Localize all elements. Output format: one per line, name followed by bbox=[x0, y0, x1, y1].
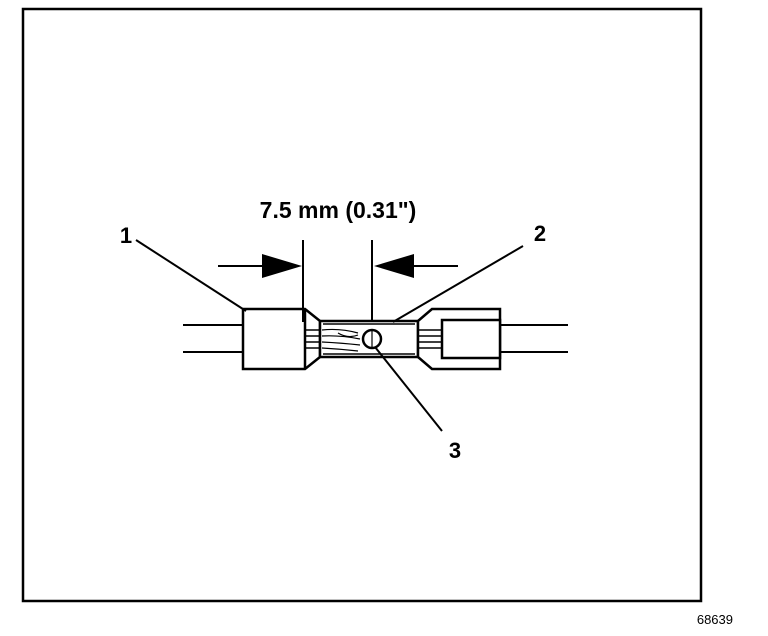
right-dimension-arrowhead bbox=[374, 254, 414, 278]
leader-1 bbox=[135, 239, 247, 312]
callout-3-label: 3 bbox=[449, 438, 461, 463]
leader-2 bbox=[392, 245, 524, 323]
dimension-lines bbox=[218, 240, 458, 322]
callout-1-label: 1 bbox=[120, 223, 132, 248]
left-dimension-arrowhead bbox=[262, 254, 302, 278]
barrel-strands bbox=[321, 328, 361, 352]
right-wire bbox=[500, 324, 568, 353]
left-wire-strands bbox=[305, 329, 320, 349]
left-wire bbox=[183, 324, 243, 353]
leader-3 bbox=[374, 346, 443, 432]
figure-frame bbox=[21, 7, 703, 603]
callout-2-label: 2 bbox=[534, 221, 546, 246]
figure-number: 68639 bbox=[697, 612, 733, 627]
callout-leaders bbox=[135, 239, 524, 432]
right-insulated-collar bbox=[416, 307, 502, 371]
right-wire-strands bbox=[418, 329, 442, 349]
left-insulated-collar bbox=[241, 307, 322, 371]
dimension-label: 7.5 mm (0.31") bbox=[260, 197, 417, 223]
